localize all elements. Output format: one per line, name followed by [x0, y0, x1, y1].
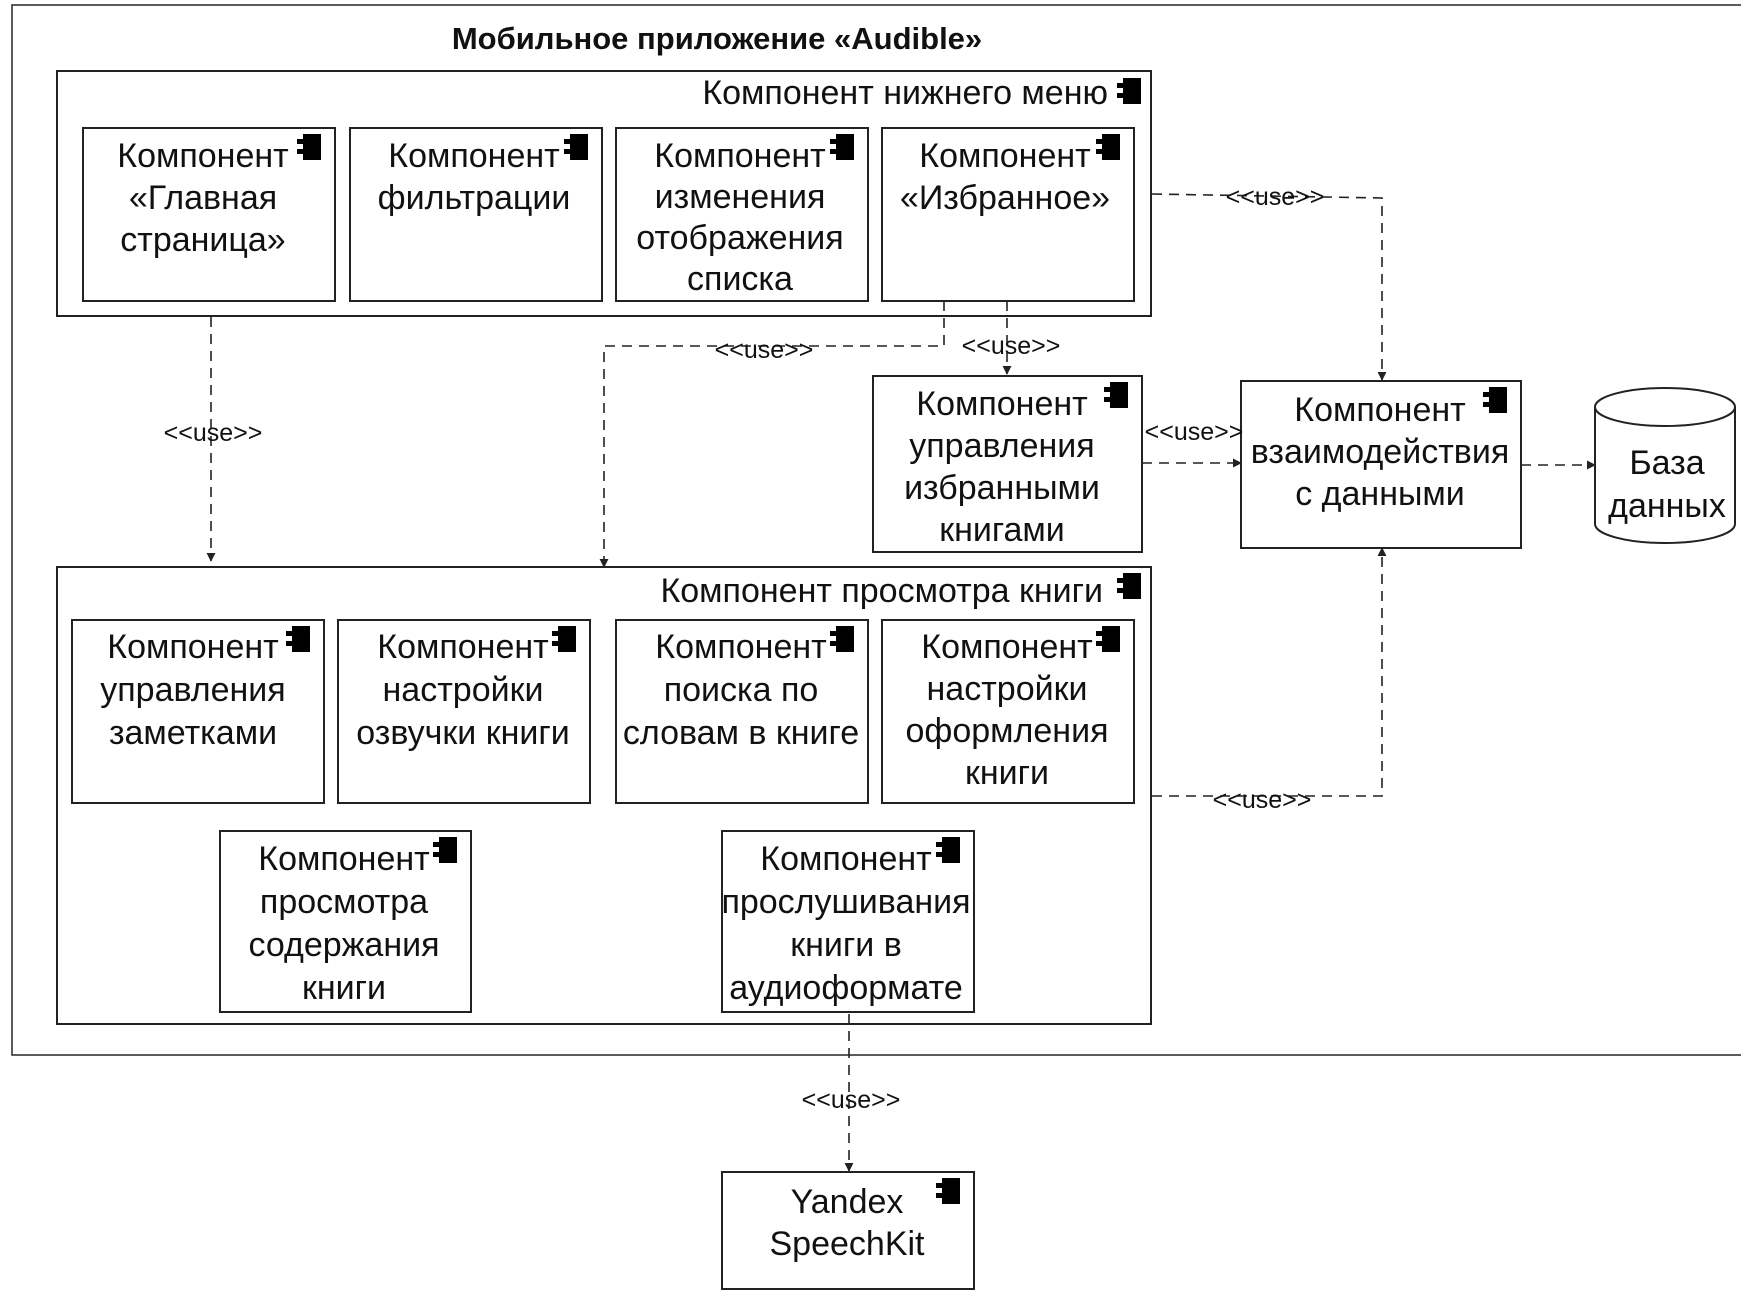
- component-label-line: книги в: [790, 926, 902, 964]
- component-label-line: настройки: [927, 670, 1088, 708]
- component-node-voice: Компонент настройки озвучки книги: [337, 619, 591, 804]
- use-label: <<use>>: [962, 332, 1061, 360]
- component-label-line: Yandex: [791, 1183, 904, 1221]
- component-box: [82, 127, 336, 302]
- component-node-fav-mgmt: Компонент управления избранными книгами: [872, 375, 1143, 553]
- component-label-line: избранными: [904, 469, 1100, 507]
- component-box: [71, 619, 325, 804]
- component-label-line: Компонент: [1294, 391, 1465, 429]
- component-label-line: Компонент: [654, 137, 825, 175]
- component-label-line: Компонент: [107, 628, 278, 666]
- component-label-line: управления: [100, 671, 285, 709]
- use-label: <<use>>: [1213, 786, 1312, 814]
- component-box: [881, 127, 1135, 302]
- component-label-line: книгами: [939, 511, 1065, 549]
- diagram-title: Мобильное приложение «Audible»: [452, 21, 982, 56]
- component-box: [872, 375, 1143, 553]
- component-node-notes: Компонент управления заметками: [71, 619, 325, 804]
- component-label-line: Компонент: [388, 137, 559, 175]
- component-node-data: Компонент взаимодействия с данными: [1240, 380, 1522, 549]
- database-label-line: данных: [1608, 487, 1726, 525]
- component-box: [615, 127, 869, 302]
- component-label-line: управления: [909, 427, 1094, 465]
- component-label-line: Компонент: [117, 137, 288, 175]
- component-label-line: изменения: [655, 178, 826, 216]
- component-box: [337, 619, 591, 804]
- component-label-line: страница»: [120, 221, 285, 259]
- component-label-line: аудиоформате: [729, 969, 963, 1007]
- use-label: <<use>>: [1145, 418, 1244, 446]
- component-node-home: Компонент «Главная страница»: [82, 127, 336, 302]
- component-label-line: Компонент: [921, 628, 1092, 666]
- application-frame: [11, 4, 1741, 1056]
- use-label: <<use>>: [802, 1086, 901, 1114]
- component-label-line: списка: [687, 260, 793, 298]
- component-box: [219, 830, 472, 1013]
- book-view-label: Компонент просмотра книги: [660, 572, 1103, 610]
- use-edge-menu-to-data: [1151, 193, 1387, 381]
- component-node-search: Компонент поиска по словам в книге: [615, 619, 869, 804]
- use-edge-favorites-to-book: [599, 301, 945, 568]
- component-label-line: Компонент: [655, 628, 826, 666]
- component-label-line: Компонент: [919, 137, 1090, 175]
- component-label-line: озвучки книги: [356, 714, 570, 752]
- component-label-line: поиска по: [664, 671, 819, 709]
- component-label-line: фильтрации: [378, 179, 571, 217]
- component-node-audio: Компонент прослушивания книги в аудиоформат…: [721, 830, 975, 1013]
- component-node-design: Компонент настройки оформления книги: [881, 619, 1135, 804]
- component-box: [721, 830, 975, 1013]
- component-label-line: Компонент: [258, 840, 429, 878]
- component-label-line: «Избранное»: [900, 179, 1110, 217]
- component-label-line: настройки: [383, 671, 544, 709]
- use-label: <<use>>: [1226, 183, 1325, 211]
- use-label: <<use>>: [715, 336, 814, 364]
- database-label-line: База: [1629, 444, 1704, 482]
- component-label-line: с данными: [1295, 475, 1465, 513]
- component-label-line: прослушивания: [721, 883, 970, 921]
- database-node: База данных: [1594, 387, 1736, 544]
- component-node-filter: Компонент фильтрации: [349, 127, 603, 302]
- component-label-line: Компонент: [760, 840, 931, 878]
- component-box: [721, 1171, 975, 1290]
- component-label-line: оформления: [905, 712, 1108, 750]
- component-label-line: Компонент: [377, 628, 548, 666]
- use-edge-book-to-data: [1152, 547, 1387, 797]
- component-label-line: взаимодействия: [1251, 433, 1510, 471]
- component-label-line: SpeechKit: [770, 1225, 926, 1263]
- use-label: <<use>>: [164, 419, 263, 447]
- component-label-line: отображения: [636, 219, 843, 257]
- component-label-line: словам в книге: [623, 714, 859, 752]
- component-label-line: содержания: [248, 926, 439, 964]
- component-box: [615, 619, 869, 804]
- bottom-menu-label: Компонент нижнего меню: [702, 74, 1108, 112]
- component-label-line: Компонент: [916, 385, 1087, 423]
- component-label-line: книги: [965, 754, 1049, 792]
- component-label-line: «Главная: [129, 179, 277, 217]
- component-node-contents: Компонент просмотра содержания книги: [219, 830, 472, 1013]
- component-box: [881, 619, 1135, 804]
- component-node-favorites: Компонент «Избранное»: [881, 127, 1135, 302]
- component-label-line: книги: [302, 969, 386, 1007]
- component-label-line: заметками: [109, 714, 277, 752]
- component-label-line: просмотра: [260, 883, 428, 921]
- component-box: [349, 127, 603, 302]
